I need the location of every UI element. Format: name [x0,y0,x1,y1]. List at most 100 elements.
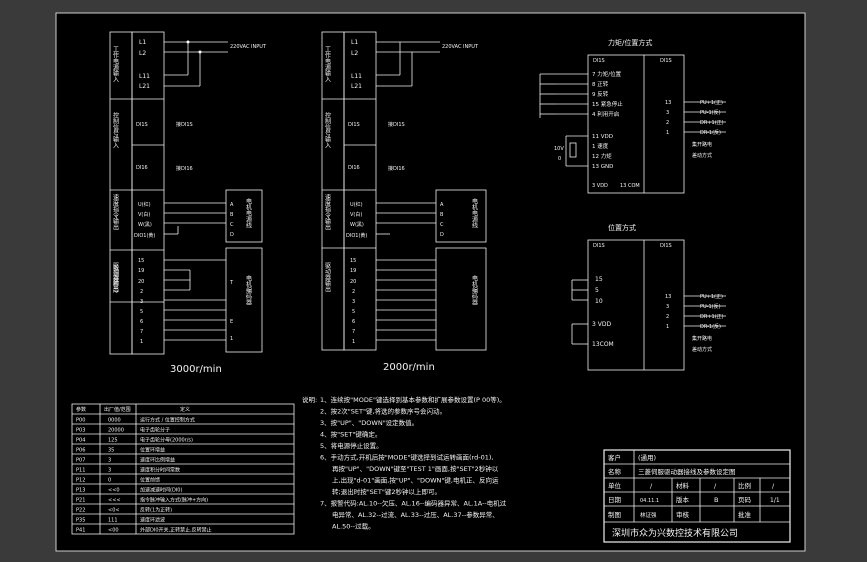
svg-text:B: B [714,496,718,504]
svg-text:15 紧急停止: 15 紧急停止 [592,100,623,108]
table-cell: <00 [108,528,119,534]
note-line: 7、报警代码:AL.10--欠压、AL.16--编码器异常、AL.1A--电机过 [320,499,507,508]
svg-text:A: A [440,202,444,208]
svg-text:3: 3 [666,304,669,310]
svg-text:PU-1(反): PU-1(反) [700,303,721,310]
notes-block: 说明: 1、连续按"MODE"键选择到基本参数和扩展参数设置(P 00等)。2、… [302,395,507,531]
note-line: 3、按"UP"、"DOWN"设定数值。 [320,418,418,427]
svg-text:DR+1(正): DR+1(正) [700,120,724,126]
svg-text:E: E [230,319,233,325]
svg-text:7 力矩/位置: 7 力矩/位置 [592,70,622,78]
svg-text:7: 7 [352,329,355,335]
svg-text:6: 6 [140,319,143,325]
svg-text:6: 6 [352,319,355,325]
svg-text:日期: 日期 [608,496,622,504]
svg-text:接DI1S: 接DI1S [388,121,405,128]
svg-text:B: B [230,212,234,218]
svg-text:B: B [440,212,444,218]
svg-text:3 VDD: 3 VDD [592,183,608,189]
svg-text:DI1S: DI1S [593,58,605,64]
rb-title: 位置方式 [608,223,636,232]
di-label-1: DI1S [136,122,148,128]
svg-text:220VAC INPUT: 220VAC INPUT [442,44,479,50]
table-cell: 35 [108,448,114,454]
rb-box [587,239,685,371]
table-cell: 3 [108,458,111,464]
svg-text:12 力矩: 12 力矩 [592,152,612,160]
svg-text:材料: 材料 [676,481,690,490]
pin-l2: L2 [139,50,146,57]
svg-text:L2: L2 [351,50,358,57]
svg-text:接DI16: 接DI16 [388,165,405,172]
motor-encoder-label: 电机编码器 [245,274,252,306]
table-cell: P12 [76,478,85,484]
svg-text:DIO1(黄): DIO1(黄) [346,232,367,239]
tb-name-label: 名称 [608,467,622,476]
svg-text:1 速度: 1 速度 [592,142,609,150]
note-line: 上,出现"d-01"画面,按"UP"、"DOWN"键,电机正、反向运 [332,476,499,485]
svg-text:15: 15 [350,258,356,264]
tb-name-value: 三菱伺服驱动器接线及参数设定图 [638,467,736,476]
mid-speed: 2000r/min [383,362,435,373]
note-line: 6、手动方式,开机后按"MODE"键选择到试运转画面(rd-01), [320,453,493,462]
table-cell: P41 [76,528,85,534]
svg-text:13: 13 [665,100,671,106]
svg-text:13: 13 [665,294,671,300]
notes-heading: 说明: [302,395,317,404]
svg-text:页码: 页码 [738,496,752,504]
svg-text:8 正转: 8 正转 [592,80,609,88]
table-cell: 0000 [108,418,121,424]
svg-text:DI1S: DI1S [348,122,360,128]
position-panel: 位置方式 DI1S DI1S 15 5 10 3 VDD 13COM 13 3 … [571,223,726,371]
svg-text:林证强: 林证强 [640,511,657,519]
svg-text:电机电源线: 电机电源线 [471,197,478,228]
table-cell: 指令脉冲输入方式(脉冲+方向) [140,497,208,504]
svg-text:1: 1 [230,336,233,342]
table-cell: P13 [76,488,85,494]
table-cell: 位置环增益 [140,447,165,454]
di-label-2: DI16 [136,165,148,171]
svg-text:3: 3 [352,299,355,305]
table-cell: 电子齿轮分母(2000r/s) [140,437,193,444]
mid-driver-box [343,31,377,351]
table-cell: <<0 [108,488,120,494]
di-note-1: 接DI1S [176,121,193,128]
svg-text:差动方式: 差动方式 [692,346,712,353]
motor-u: U(红) [138,201,151,208]
pin-l21: L21 [139,83,150,90]
svg-text:PU+1(正): PU+1(正) [700,100,723,106]
svg-text:5: 5 [140,309,143,315]
note-line: AL.50--过载。 [332,522,375,531]
pin-l11: L11 [139,73,150,80]
svg-text:差动方式: 差动方式 [692,152,712,159]
svg-text:20: 20 [350,279,356,285]
table-cell: P03 [76,428,85,434]
svg-text:5: 5 [595,287,599,294]
table-cell: P07 [76,458,85,464]
svg-text:11 VDD: 11 VDD [592,134,613,140]
table-cell: 速度积分时间常数 [140,467,180,474]
table-cell: 加速减速时间(DI0) [140,487,182,494]
svg-text:13 COM: 13 COM [620,183,640,189]
svg-text:集开路电: 集开路电 [692,141,712,148]
svg-text:U(红): U(红) [350,201,363,208]
table-cell: P35 [76,518,85,524]
svg-text:工作电源输入: 工作电源输入 [324,46,331,82]
driver-di2-label: 驱动器DI2 [112,265,119,293]
table-cell: <0< [108,508,120,514]
table-header-param: 参数 [76,406,86,413]
svg-text:制图: 制图 [608,510,621,519]
svg-text:集开路电: 集开路电 [692,335,712,342]
svg-text:1: 1 [140,339,143,345]
svg-text:9 反转: 9 反转 [592,90,609,98]
svg-text:0: 0 [558,156,561,162]
table-cell: 外部DI0开关,正转禁止,反转禁止 [140,527,212,534]
table-cell: 电子齿轮分子 [140,427,170,434]
svg-text:2: 2 [666,120,669,126]
table-header-default: 出厂值/范围 [104,406,131,413]
svg-text:04.11.1: 04.11.1 [640,498,659,504]
svg-text:19: 19 [350,268,356,274]
table-cell: 位置前馈 [140,477,160,484]
